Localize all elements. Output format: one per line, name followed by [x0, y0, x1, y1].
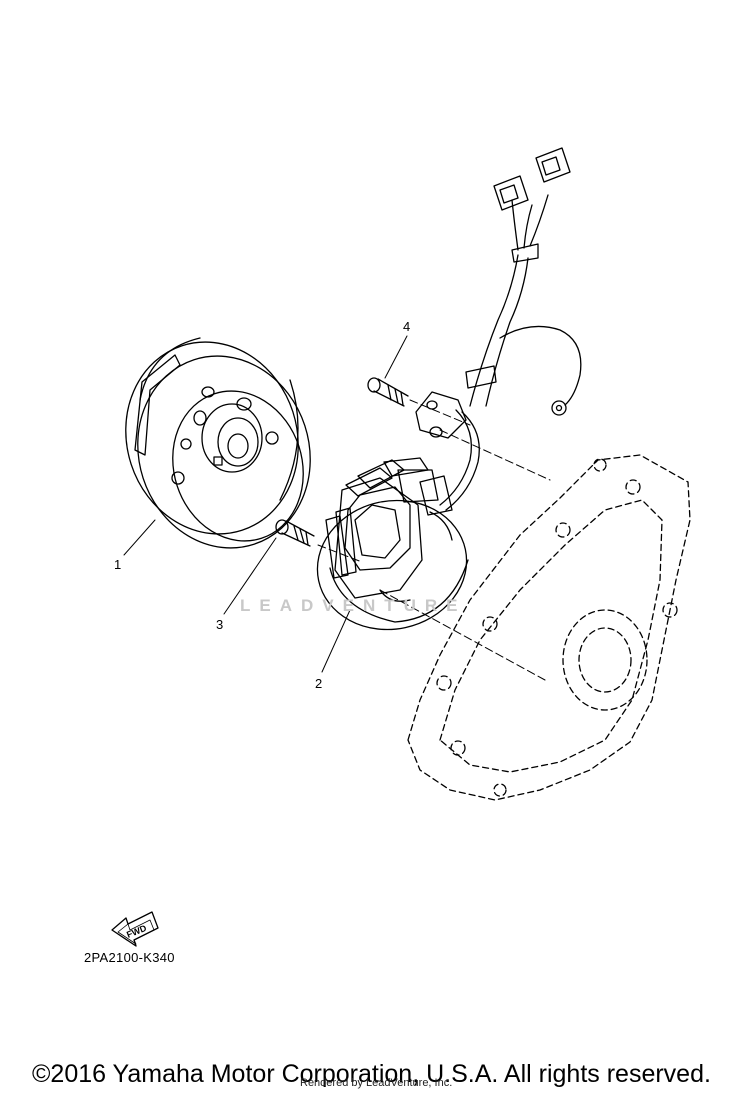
leader-line-4: [384, 335, 408, 379]
watermark-text: LEADVENTURE: [240, 596, 467, 615]
leader-lines: [123, 335, 408, 673]
crankcase-cover-outline: [407, 454, 691, 801]
leader-line-1: [123, 519, 156, 556]
wiring-harness: [415, 147, 582, 511]
pickup-coil-bolt: [367, 377, 409, 407]
callout-part-3: 3: [216, 617, 224, 632]
leader-line-2: [321, 609, 351, 673]
copyright-notice: ©2016 Yamaha Motor Corporation, U.S.A. A…: [32, 1060, 711, 1088]
leader-line-3: [223, 537, 277, 615]
callout-part-4: 4: [403, 319, 411, 334]
callout-part-2: 2: [315, 676, 323, 691]
stator-assembly: [316, 457, 469, 631]
alignment-lines: [317, 399, 551, 681]
fwd-arrow-icon: FWD: [111, 911, 159, 947]
stator-bolt: [275, 519, 315, 547]
diagram-code: 2PA2100-K340: [84, 950, 175, 965]
callout-part-1: 1: [114, 557, 122, 572]
rendered-by-notice: Rendered by LeadVenture, Inc.: [300, 1077, 453, 1089]
flywheel-rotor: [125, 337, 311, 549]
